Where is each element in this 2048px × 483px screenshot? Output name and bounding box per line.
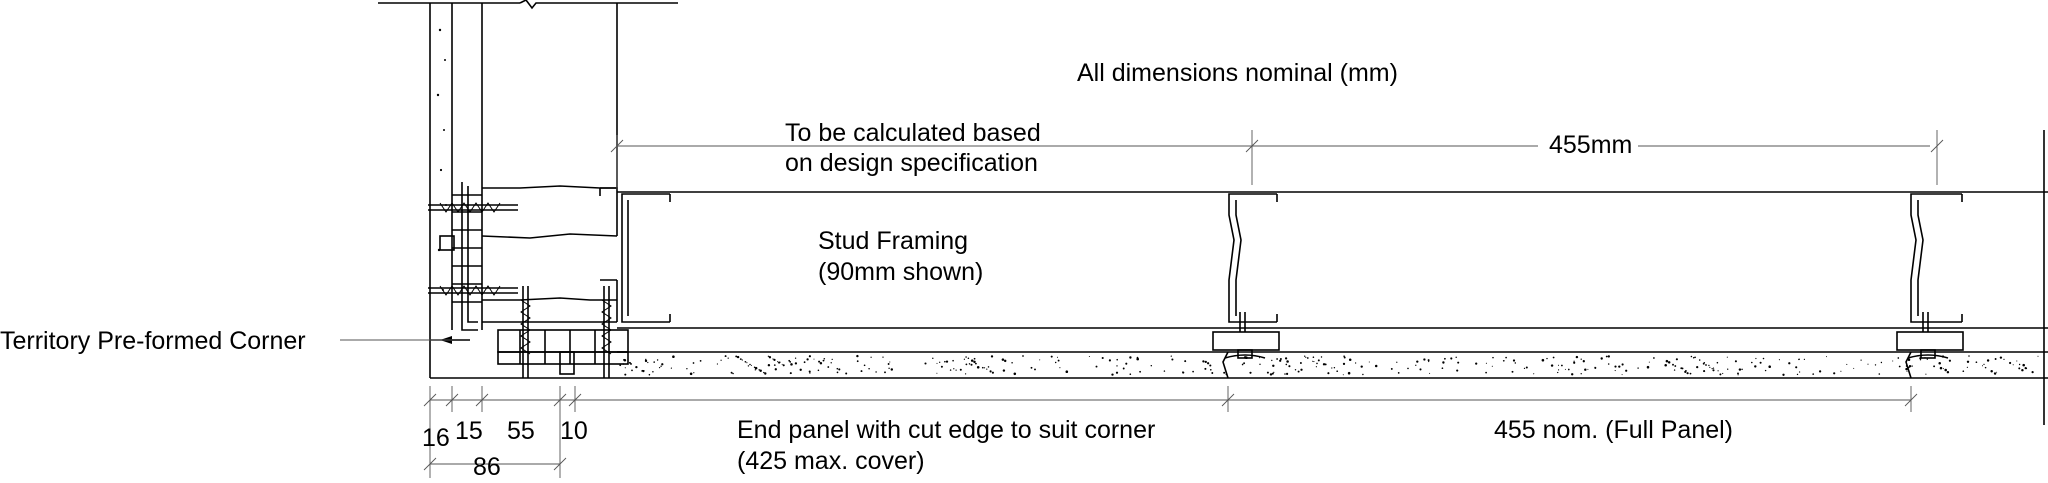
corner-studs [481, 185, 618, 323]
note-full-panel: 455 nom. (Full Panel) [1494, 416, 1733, 444]
pre-formed-corner [439, 182, 482, 331]
note-spacing: 455mm [1549, 131, 1632, 159]
bottom-dimensions [423, 386, 1918, 478]
panel [617, 130, 2048, 425]
base-texture [619, 354, 2039, 376]
panel-clip-2 [1896, 312, 1964, 359]
corner-fixings [497, 286, 629, 378]
dim-10: 10 [560, 417, 588, 445]
dim-16: 16 [422, 424, 450, 452]
note-calc-line2: on design specification [785, 149, 1038, 177]
note-stud-line2: (90mm shown) [818, 258, 983, 286]
note-nominal: All dimensions nominal (mm) [1077, 59, 1398, 87]
note-end-panel-line1: End panel with cut edge to suit corner [737, 416, 1155, 444]
corner-wall [378, 0, 2048, 379]
dim-55: 55 [507, 417, 535, 445]
wall-screws [428, 202, 518, 296]
note-stud-line1: Stud Framing [818, 227, 968, 255]
note-calc-line1: To be calculated based [785, 119, 1041, 147]
corner-leader [340, 336, 452, 344]
panel-clip-1 [1212, 312, 1280, 359]
dim-86: 86 [473, 453, 501, 481]
panel-joints [1222, 351, 1912, 379]
panel-stud-3 [1910, 193, 1963, 323]
dim-15: 15 [455, 417, 483, 445]
panel-stud-2 [1228, 193, 1278, 323]
note-end-panel-line2: (425 max. cover) [737, 447, 925, 475]
note-corner-label: Territory Pre-formed Corner [0, 327, 306, 355]
board-texture [436, 28, 447, 291]
panel-stud-1 [621, 193, 671, 323]
top-dimension [610, 130, 1944, 190]
